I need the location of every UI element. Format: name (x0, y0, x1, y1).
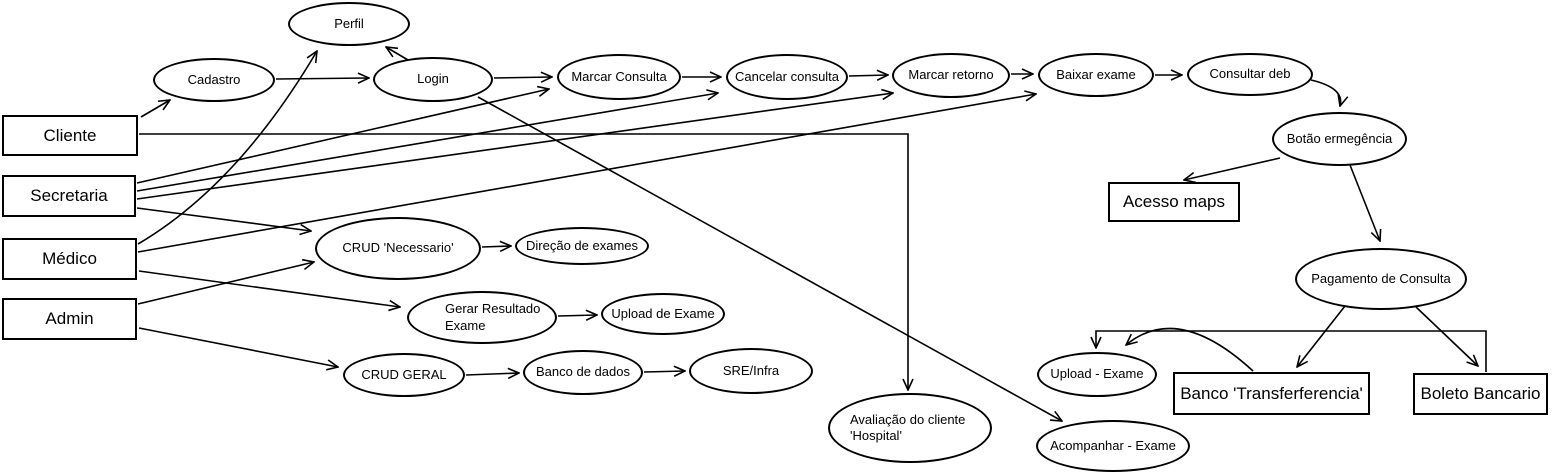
edge-cliente-cadastro (140, 100, 170, 118)
usecase-login: Login (373, 57, 493, 102)
usecase-acompanhar-exame: Acompanhar - Exame (1036, 420, 1190, 472)
usecase-cancelar-consulta-label: Cancelar consulta (734, 68, 840, 84)
system-banco-transferferencia: Banco 'Transferferencia' (1173, 372, 1370, 415)
edge-secretaria-marcar-retorno (136, 93, 893, 200)
edge-secretaria-marcar-consulta (136, 89, 549, 184)
edge-medico-gerar-resultado (138, 270, 400, 307)
usecase-upload-de-exame-label: Upload de Exame (611, 305, 715, 321)
usecase-perfil: Perfil (288, 2, 410, 46)
edge-medico-perfil (137, 51, 317, 245)
usecase-direcao-exames-label: Direção de exames (526, 237, 638, 253)
usecase-marcar-consulta: Marcar Consulta (557, 54, 681, 100)
usecase-gerar-resultado: Gerar Resultado Exame (407, 291, 557, 344)
usecase-botao-ermegencia-label: Botão ermegência (1286, 130, 1393, 146)
usecase-sre-infra-label: SRE/Infra (722, 362, 780, 378)
system-acesso-maps-label: Acesso maps (1122, 192, 1226, 211)
usecase-login-label: Login (417, 71, 449, 87)
usecase-crud-necessario-label: CRUD 'Necessario' (342, 240, 454, 256)
edge-crud-necessario-direcao (481, 246, 511, 247)
actor-secretaria: Secretaria (2, 175, 136, 217)
usecase-pagamento-consulta-label: Pagamento de Consulta (1311, 270, 1451, 286)
usecase-consultar-deb: Consultar deb (1187, 53, 1313, 96)
usecase-banco-de-dados: Banco de dados (523, 350, 643, 395)
usecase-crud-geral-label: CRUD GERAL (361, 366, 447, 382)
usecase-sre-infra: SRE/Infra (689, 348, 813, 394)
system-boleto-bancario-label: Boleto Bancario (1420, 384, 1541, 403)
edge-pagamento-boleto (1415, 306, 1478, 366)
system-acesso-maps: Acesso maps (1108, 182, 1240, 222)
actor-admin-label: Admin (45, 309, 94, 328)
edge-login-perfil (386, 47, 409, 61)
actor-medico-label: Médico (42, 249, 97, 268)
usecase-avaliacao-cliente-label: Avaliação do cliente 'Hospital' (850, 411, 966, 443)
usecase-crud-necessario: CRUD 'Necessario' (315, 217, 481, 280)
actor-cliente: Cliente (2, 115, 138, 156)
usecase-baixar-exame-label: Baixar exame (1056, 66, 1136, 82)
usecase-direcao-exames: Direção de exames (515, 227, 649, 265)
usecase-cadastro: Cadastro (153, 58, 275, 102)
edge-secretaria-cancelar-consulta (136, 93, 718, 192)
actor-medico: Médico (2, 238, 137, 280)
edge-banco-transferferencia-upload-exame (1126, 327, 1254, 372)
edge-gerar-upload-de-exame (557, 315, 597, 316)
usecase-gerar-resultado-label: Gerar Resultado Exame (445, 301, 541, 333)
usecase-upload-de-exame: Upload de Exame (601, 293, 725, 335)
system-banco-transferferencia-label: Banco 'Transferferencia' (1180, 383, 1363, 403)
edge-cadastro-login (275, 78, 369, 79)
system-boleto-bancario: Boleto Bancario (1413, 373, 1548, 415)
usecase-pagamento-consulta: Pagamento de Consulta (1295, 248, 1467, 310)
usecase-cadastro-label: Cadastro (187, 71, 241, 87)
edge-consultar-deb-botao (1310, 79, 1341, 106)
edge-botao-pagamento (1349, 164, 1380, 241)
usecase-marcar-retorno: Marcar retorno (892, 53, 1010, 98)
usecase-avaliacao-cliente: Avaliação do cliente 'Hospital' (828, 393, 992, 463)
actor-admin: Admin (2, 298, 137, 340)
usecase-perfil-label: Perfil (334, 15, 364, 31)
edge-medico-baixar-exame (137, 94, 1036, 253)
usecase-baixar-exame: Baixar exame (1038, 53, 1154, 97)
edge-crud-geral-banco-dados (465, 373, 519, 375)
edge-cancelar-retorno (848, 75, 888, 76)
actor-cliente-label: Cliente (43, 125, 97, 145)
usecase-consultar-deb-label: Consultar deb (1209, 66, 1291, 82)
edge-login-marcar-consulta (493, 77, 552, 78)
usecase-upload-exame: Upload - Exame (1037, 352, 1157, 397)
usecase-upload-exame-label: Upload - Exame (1050, 366, 1144, 382)
usecase-botao-ermegencia: Botão ermegência (1272, 112, 1407, 166)
edge-pagamento-banco-transferferencia (1297, 305, 1346, 367)
edge-banco-dados-sre (643, 371, 685, 372)
edge-cliente-avaliacao (139, 133, 908, 390)
usecase-banco-de-dados-label: Banco de dados (536, 364, 630, 380)
edge-boleto-upload-exame (1096, 330, 1487, 372)
usecase-marcar-retorno-label: Marcar retorno (908, 67, 994, 83)
usecase-crud-geral: CRUD GERAL (343, 353, 465, 397)
actor-secretaria-label: Secretaria (30, 186, 108, 205)
edge-admin-crud-necessario (137, 262, 314, 305)
usecase-marcar-consulta-label: Marcar Consulta (571, 68, 667, 84)
edge-login-acompanhar-exame (477, 96, 1062, 421)
usecase-cancelar-consulta: Cancelar consulta (726, 54, 848, 100)
usecase-acompanhar-exame-label: Acompanhar - Exame (1050, 437, 1176, 453)
edge-admin-crud-geral (138, 327, 338, 367)
edge-botao-acesso-maps (1184, 157, 1281, 180)
